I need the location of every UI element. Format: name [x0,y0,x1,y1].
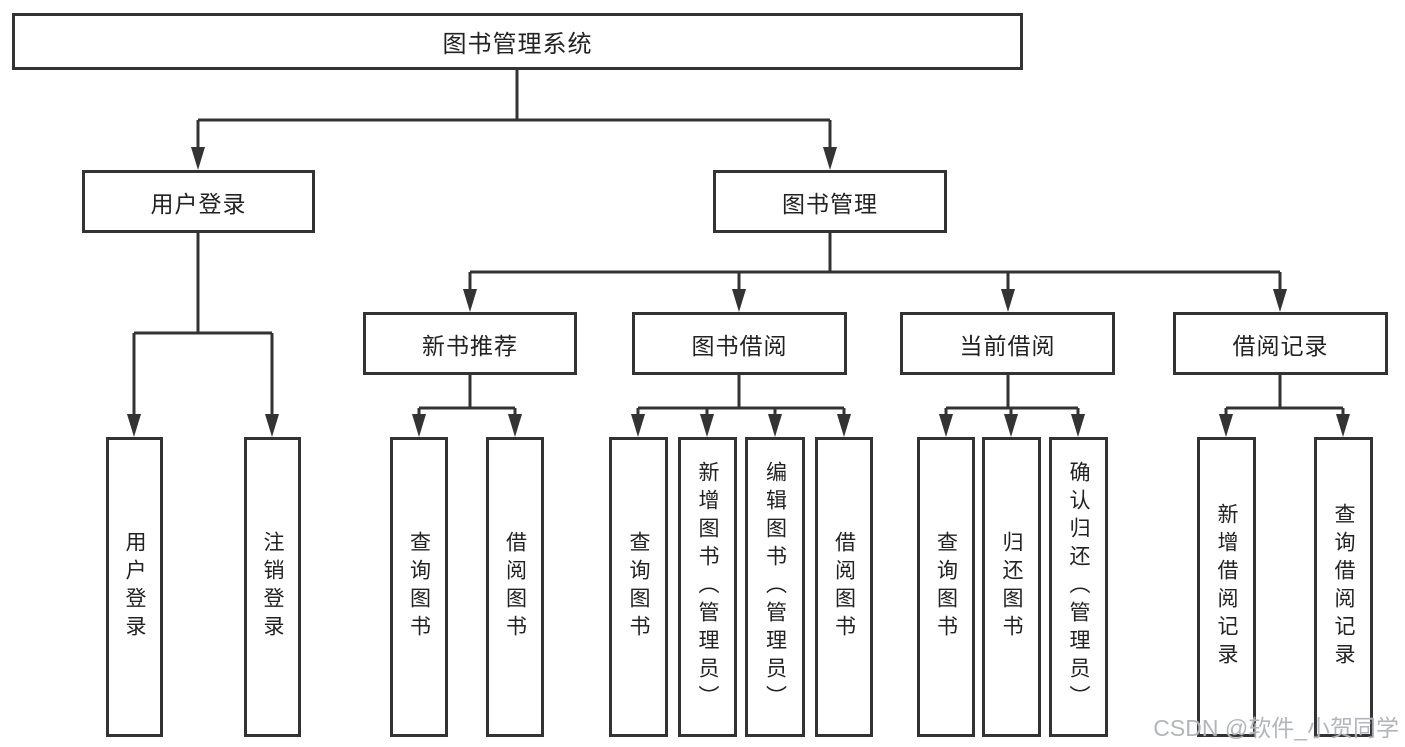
leaf-edit-books-admin-label: 编辑图书（管理员） [763,461,787,713]
leaf-return-books: 归还图书 [982,437,1041,737]
leaf-add-books-admin-label: 新增图书（管理员） [696,461,719,713]
leaf-logout: 注销登录 [244,437,301,737]
csdn-watermark: CSDN @软件_小贺同学 [1153,715,1399,741]
leaf-recommend-borrow-books: 借阅图书 [486,437,544,737]
leaf-add-borrow-record-label: 新增借阅记录 [1215,503,1238,671]
node-current-borrow-label: 当前借阅 [959,332,1056,359]
leaf-current-query-books-label: 查询图书 [934,531,958,643]
node-book-borrow: 图书借阅 [632,312,847,375]
node-current-borrow: 当前借阅 [900,312,1115,375]
leaf-current-query-books: 查询图书 [917,437,975,737]
leaf-borrow-books-label: 借阅图书 [832,531,856,643]
leaf-edit-books-admin: 编辑图书（管理员） [745,437,805,737]
leaf-add-books-admin: 新增图书（管理员） [678,437,737,737]
node-new-book-recommend-label: 新书推荐 [422,332,518,359]
leaf-recommend-borrow-books-label: 借阅图书 [503,531,527,643]
node-borrow-records-label: 借阅记录 [1232,332,1329,359]
node-borrow-records: 借阅记录 [1173,312,1388,375]
node-new-book-recommend: 新书推荐 [363,312,577,375]
node-user-login-label: 用户登录 [150,190,247,217]
node-book-borrow-label: 图书借阅 [691,332,788,359]
node-book-management: 图书管理 [713,170,947,233]
leaf-confirm-return-admin-label: 确认归还（管理员） [1067,461,1090,713]
node-root-system: 图书管理系统 [12,13,1023,70]
leaf-borrow-query-books: 查询图书 [609,437,668,737]
leaf-logout-label: 注销登录 [261,531,284,643]
leaf-query-borrow-record: 查询借阅记录 [1314,437,1373,737]
leaf-user-login: 用户登录 [106,437,163,737]
leaf-recommend-query-books-label: 查询图书 [407,531,431,643]
leaf-query-borrow-record-label: 查询借阅记录 [1332,503,1355,671]
node-user-login: 用户登录 [82,170,315,233]
leaf-borrow-query-books-label: 查询图书 [627,531,650,643]
node-book-management-label: 图书管理 [782,190,878,217]
leaf-recommend-query-books: 查询图书 [390,437,448,737]
leaf-confirm-return-admin: 确认归还（管理员） [1049,437,1108,737]
node-root-label: 图书管理系统 [442,31,593,58]
leaf-add-borrow-record: 新增借阅记录 [1197,437,1256,737]
leaf-borrow-books: 借阅图书 [815,437,873,737]
leaf-user-login-label: 用户登录 [123,531,146,643]
leaf-return-books-label: 归还图书 [1000,531,1023,643]
